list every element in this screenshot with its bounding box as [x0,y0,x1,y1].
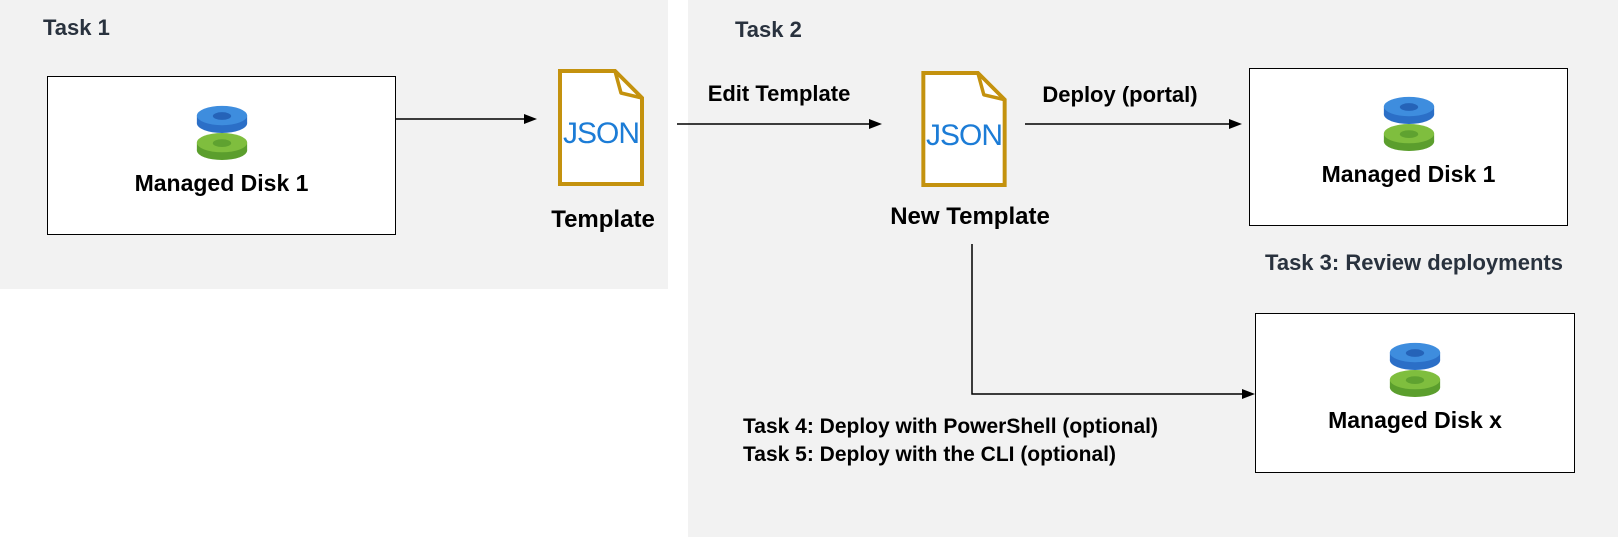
task5-label: Task 5: Deploy with the CLI (optional) [743,443,1116,466]
managed-disk-x-box: Managed Disk x [1255,313,1575,473]
json-file-text: JSON [562,117,640,150]
json-file-text: JSON [925,119,1003,152]
managed-disk-icon [195,103,249,161]
managed-disk-1-box: Managed Disk 1 [47,76,396,235]
template-file-icon: JSON [557,68,645,187]
task4-label: Task 4: Deploy with PowerShell (optional… [743,415,1158,438]
deployed-managed-disk-1-box: Managed Disk 1 [1249,68,1568,226]
deployed-managed-disk-1-label: Managed Disk 1 [1321,161,1496,187]
new-template-caption: New Template [890,203,1050,230]
template-caption: Template [551,206,655,233]
edit-template-label: Edit Template [707,81,851,106]
new-template-file-icon: JSON [920,70,1008,188]
managed-disk-1-label: Managed Disk 1 [134,169,309,196]
managed-disk-x-label: Managed Disk x [1328,407,1502,433]
deploy-portal-label: Deploy (portal) [1042,82,1198,107]
task3-caption: Task 3: Review deployments [1265,250,1563,275]
managed-disk-icon [1382,94,1436,152]
task45-labels: Task 4: Deploy with PowerShell (optional… [743,413,1158,469]
task2-title: Task 2 [735,17,802,42]
task1-title: Task 1 [43,15,110,40]
managed-disk-icon [1388,340,1442,398]
